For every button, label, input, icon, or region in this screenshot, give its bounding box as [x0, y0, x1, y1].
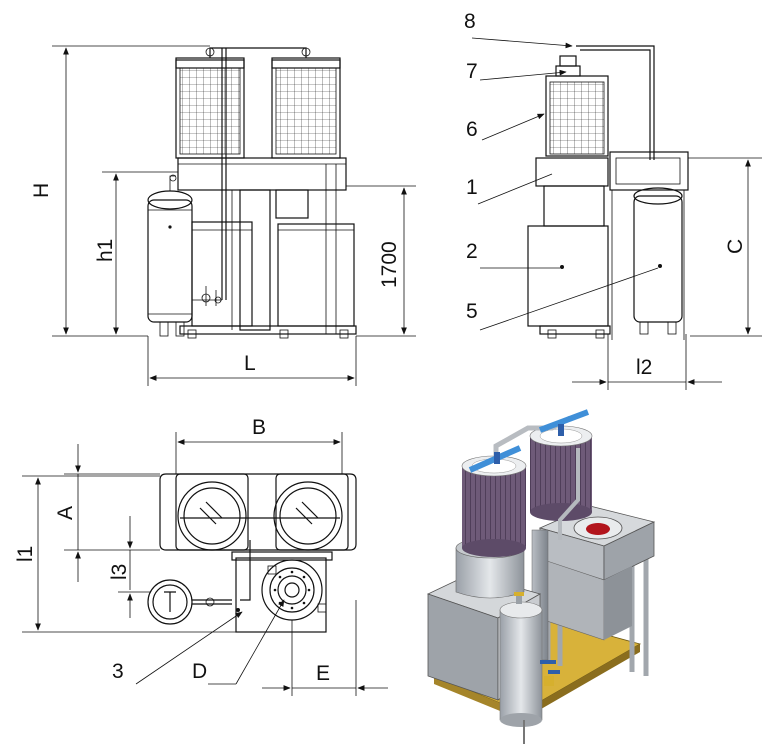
side-view: 8 7 6 1 2 5 C l2 [464, 10, 762, 390]
callout-3: 3 [112, 660, 124, 683]
callout-1: 1 [466, 176, 478, 199]
top-view: B A l1 l3 3 D E [14, 416, 388, 696]
dim-A-label: A [54, 506, 77, 520]
isometric-render [426, 409, 656, 744]
callout-2: 2 [466, 240, 478, 263]
callout-7: 7 [466, 60, 478, 83]
dim-l1-label: l1 [14, 546, 37, 562]
cyclone-dots [273, 570, 311, 610]
callout-5: 5 [466, 300, 478, 323]
dim-L-label: L [244, 352, 256, 375]
dim-1700-label: 1700 [378, 241, 401, 288]
dim-l3-label: l3 [108, 564, 131, 580]
callout-8: 8 [464, 10, 476, 33]
front-view: H h1 1700 L [30, 45, 416, 386]
callout-D: D [192, 660, 207, 683]
dim-E-label: E [316, 662, 330, 685]
dim-l2-label: l2 [636, 356, 652, 379]
callout-6: 6 [466, 118, 478, 141]
dim-H-label: H [30, 183, 53, 198]
dim-B-label: B [252, 416, 266, 439]
dim-C-label: C [724, 239, 747, 254]
dim-h1-label: h1 [94, 239, 117, 262]
